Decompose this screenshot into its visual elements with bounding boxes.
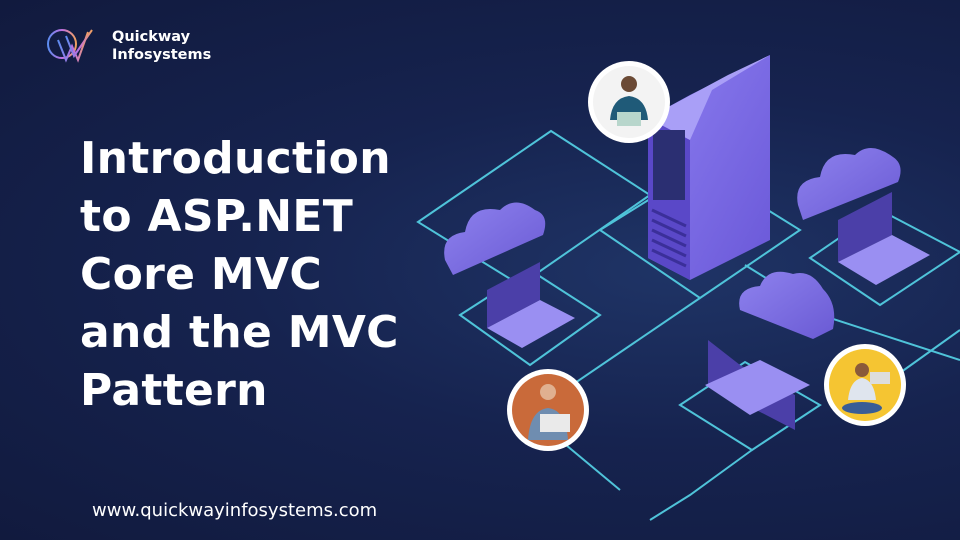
quickway-logo-icon [47,29,93,63]
title-line: Pattern [80,365,268,416]
avatar-man-brick-wall [507,369,589,451]
title-line: and the MVC [80,307,399,358]
title-line: Introduction [80,133,391,184]
brand-name-line1: Quickway [112,29,191,45]
brand-name-line2: Infosystems [112,47,212,63]
title-line: to ASP.NET [80,191,354,242]
avatar-developer [588,61,670,143]
avatar-man-yellow [824,344,906,426]
server-icon [648,55,770,280]
page-title: Introduction to ASP.NET Core MVC and the… [80,130,399,420]
laptop-icon [838,192,930,285]
brand-logo[interactable]: Quickway Infosystems [44,26,211,66]
laptop-icon [487,262,575,348]
cloud-icon [444,202,546,275]
website-link[interactable]: www.quickwayinfosystems.com [92,500,378,521]
cloud-icon [797,147,901,220]
cloud-icon [739,271,835,339]
title-line: Core MVC [80,249,322,300]
laptop-icon [705,340,810,430]
